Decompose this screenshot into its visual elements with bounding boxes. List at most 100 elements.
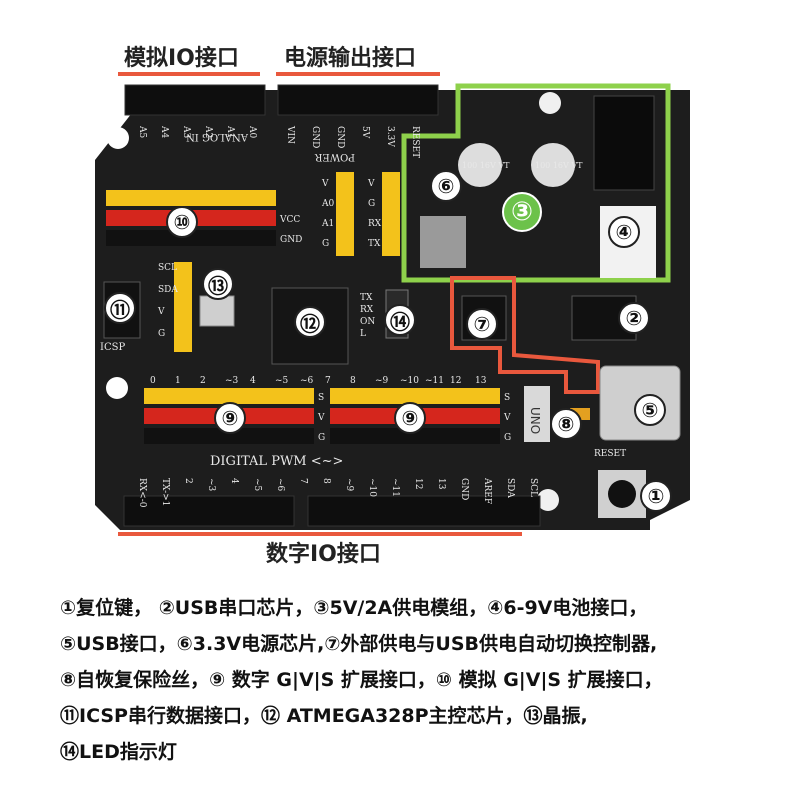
digital-bottom-pin-label: SCL [528, 478, 538, 497]
callout-usb-serial-chip: ② [618, 302, 650, 334]
digital-top-pin-label: 7 [325, 376, 331, 386]
digital-bottom-pin-label: ~10 [367, 478, 377, 497]
analog-pin-label: A5 [137, 125, 147, 138]
mount-hole [539, 92, 561, 114]
callout-analog-gvs: ⑩ [166, 206, 198, 238]
callout-icsp: ⑪ [104, 292, 136, 324]
analog-pin-label: A4 [159, 125, 169, 138]
digital-top-pin-label: ~5 [275, 376, 289, 386]
digital-top-pin-label: ~11 [425, 376, 444, 386]
legend-line: ⑪ICSP串行数据接口，⑫ ATMEGA328P主控芯片，⑬晶振, [60, 698, 760, 734]
board-diagram: ANALOG IN POWER DIGITAL PWM <~> RESET IC… [0, 0, 800, 580]
vcc-silk: VCC [279, 215, 300, 225]
digital-top-pin-label: ~9 [375, 376, 389, 386]
digital-row-label: G [504, 433, 511, 443]
uart2-pin-label: TX [368, 239, 381, 249]
digital-io-underline [118, 532, 522, 536]
callout-mcu: ⑫ [294, 306, 326, 338]
callout-digital-gvs-left: ⑨ [214, 402, 246, 434]
callout-leds: ⑭ [384, 304, 416, 336]
uart-pin-label: G [322, 239, 329, 249]
uart2-pin-label: RX [368, 219, 382, 229]
analog-in-silk: ANALOG IN [186, 131, 249, 142]
power-pin-label: GND [335, 126, 345, 148]
uart-header-2 [382, 172, 400, 256]
uart-pin-label: A0 [321, 199, 334, 209]
digital-top-pin-label: ~6 [300, 376, 314, 386]
digital-top-pin-label: 8 [350, 376, 356, 386]
digital-top-pin-label: 4 [250, 376, 256, 386]
digital-header-bottom-1 [124, 496, 294, 526]
legend-line: ⑧自恢复保险丝，⑨ 数字 G|V|S 扩展接口，⑩ 模拟 G|V|S 扩展接口， [60, 662, 760, 698]
digital-row-label: V [317, 413, 325, 423]
digital-row-label: S [504, 393, 510, 403]
callout-reset-button: ① [640, 480, 672, 512]
digital-bottom-pin-label: GND [459, 478, 469, 500]
digital-top-pin-label: ~3 [225, 376, 239, 386]
analog-header-top [125, 85, 265, 115]
digital-header-bottom-2 [308, 496, 540, 526]
digital-top-pin-label: 13 [475, 376, 487, 386]
digital-top-pin-label: 2 [200, 376, 206, 386]
uart2-pin-label: G [368, 199, 375, 209]
i2c-pin-label: SDA [158, 285, 178, 295]
power-pin-label: 3.3V [385, 126, 395, 147]
digital-bottom-pin-label: 8 [321, 478, 331, 484]
analog-pin-label: A1 [225, 125, 235, 138]
i2c-pin-label: V [157, 307, 165, 317]
power-pin-label: 5V [360, 126, 370, 139]
digital-bottom-pin-label: ~11 [390, 478, 400, 497]
digital-bottom-pin-label: ~6 [275, 478, 285, 492]
digital-bottom-pin-label: SDA [505, 478, 515, 498]
callout-fuse: ⑧ [550, 408, 582, 440]
digital-row-label: S [318, 393, 324, 403]
callout-power-module: ③ [502, 192, 542, 232]
digital-bottom-pin-label: AREF [482, 477, 492, 504]
icsp-silk: ICSP [100, 342, 125, 353]
power-silk: POWER [314, 151, 355, 162]
analog-pin-label: A0 [247, 125, 257, 138]
mount-hole [106, 377, 128, 399]
power-header-top [278, 85, 438, 115]
analog-pin-label: A3 [181, 125, 191, 138]
digital-bottom-pin-label: 4 [229, 478, 239, 484]
digital-bottom-pin-label: 7 [298, 478, 308, 484]
led-label: ON [360, 317, 375, 327]
digital-io-label: 数字IO接口 [266, 536, 381, 568]
digital-bottom-pin-label: 12 [413, 478, 423, 489]
digital-top-pin-label: 0 [150, 376, 156, 386]
digital-top-pin-label: ~10 [400, 376, 419, 386]
digital-row-label: G [318, 433, 325, 443]
digital-bottom-pin-label: ~9 [344, 478, 354, 492]
legend-line: ①复位键， ②USB串口芯片，③5V/2A供电模组，④6-9V电池接口， [60, 590, 760, 626]
digital-bottom-pin-label: 2 [183, 478, 193, 484]
i2c-pin-label: G [158, 329, 165, 339]
power-pin-label: RESET [410, 126, 420, 158]
uart-pin-label: V [321, 179, 329, 189]
digital-bottom-pin-label: 13 [436, 478, 446, 490]
callout-usb-port: ⑤ [634, 394, 666, 426]
power-pin-label: GND [310, 126, 320, 148]
legend-line: ⑭LED指示灯 [60, 734, 760, 770]
led-label: L [360, 329, 366, 339]
led-label: RX [360, 305, 374, 315]
uart-header-1 [336, 172, 354, 256]
legend-line: ⑤USB接口，⑥3.3V电源芯片,⑦外部供电与USB供电自动切换控制器, [60, 626, 760, 662]
digital-bottom-pin-label: RX<-0 [137, 478, 147, 508]
digital-bottom-pin-label: TX->1 [160, 478, 170, 506]
component-legend: ①复位键， ②USB串口芯片，③5V/2A供电模组，④6-9V电池接口， ⑤US… [60, 590, 760, 770]
i2c-header [174, 262, 192, 352]
uart2-pin-label: V [367, 179, 375, 189]
analog-pin-label: A2 [203, 125, 213, 138]
digital-bottom-pin-label: ~3 [206, 478, 216, 492]
i2c-pin-label: SCL [158, 263, 177, 273]
callout-auto-switch: ⑦ [466, 308, 498, 340]
capacitor-silk: 100 16V VT [462, 161, 510, 170]
digital-bottom-pin-label: ~5 [252, 478, 262, 492]
power-pin-label: VIN [285, 125, 295, 144]
digital-top-pin-label: 12 [450, 376, 461, 386]
callout-battery-connector: ④ [608, 216, 640, 248]
digital-row-label: V [503, 413, 511, 423]
capacitor-silk: 100 16V VT [535, 161, 583, 170]
callout-crystal: ⑬ [202, 268, 234, 300]
